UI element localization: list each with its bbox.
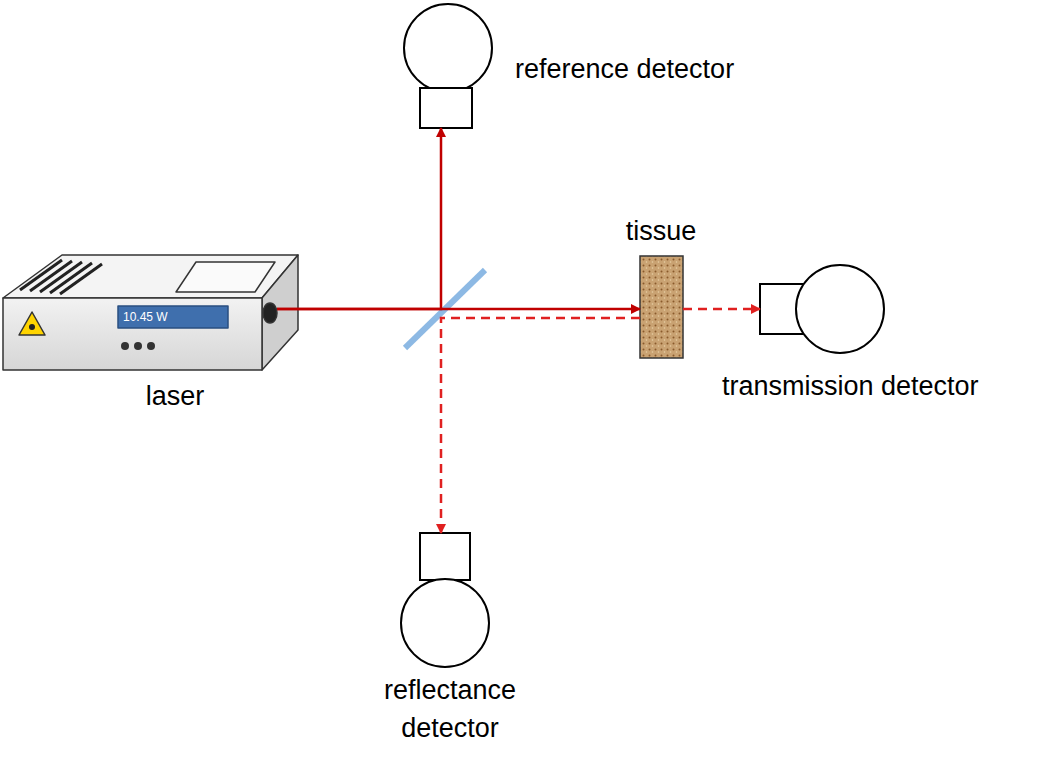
power-display: 10.45 W <box>123 307 168 327</box>
node-label: reflectance detector <box>340 671 560 747</box>
node-label: transmission detector <box>722 367 979 405</box>
transmission-detector: transmission detector <box>760 264 884 354</box>
scattered-beam <box>683 308 760 311</box>
laser-body <box>3 255 298 370</box>
detector-symbols <box>401 4 884 667</box>
scattered-beam <box>441 318 640 533</box>
laser-beam <box>277 128 441 309</box>
node-label: laser <box>146 377 205 415</box>
node-label: tissue <box>626 212 697 250</box>
tissue-sample <box>640 256 683 358</box>
reflectance-detector: reflectance detector <box>400 533 490 667</box>
node-label: reference detector <box>515 50 734 88</box>
tissue-sample-box: tissue <box>640 256 683 358</box>
laser-source: 10.45 Wlaser <box>3 255 298 370</box>
reference-detector: reference detector <box>404 4 492 128</box>
